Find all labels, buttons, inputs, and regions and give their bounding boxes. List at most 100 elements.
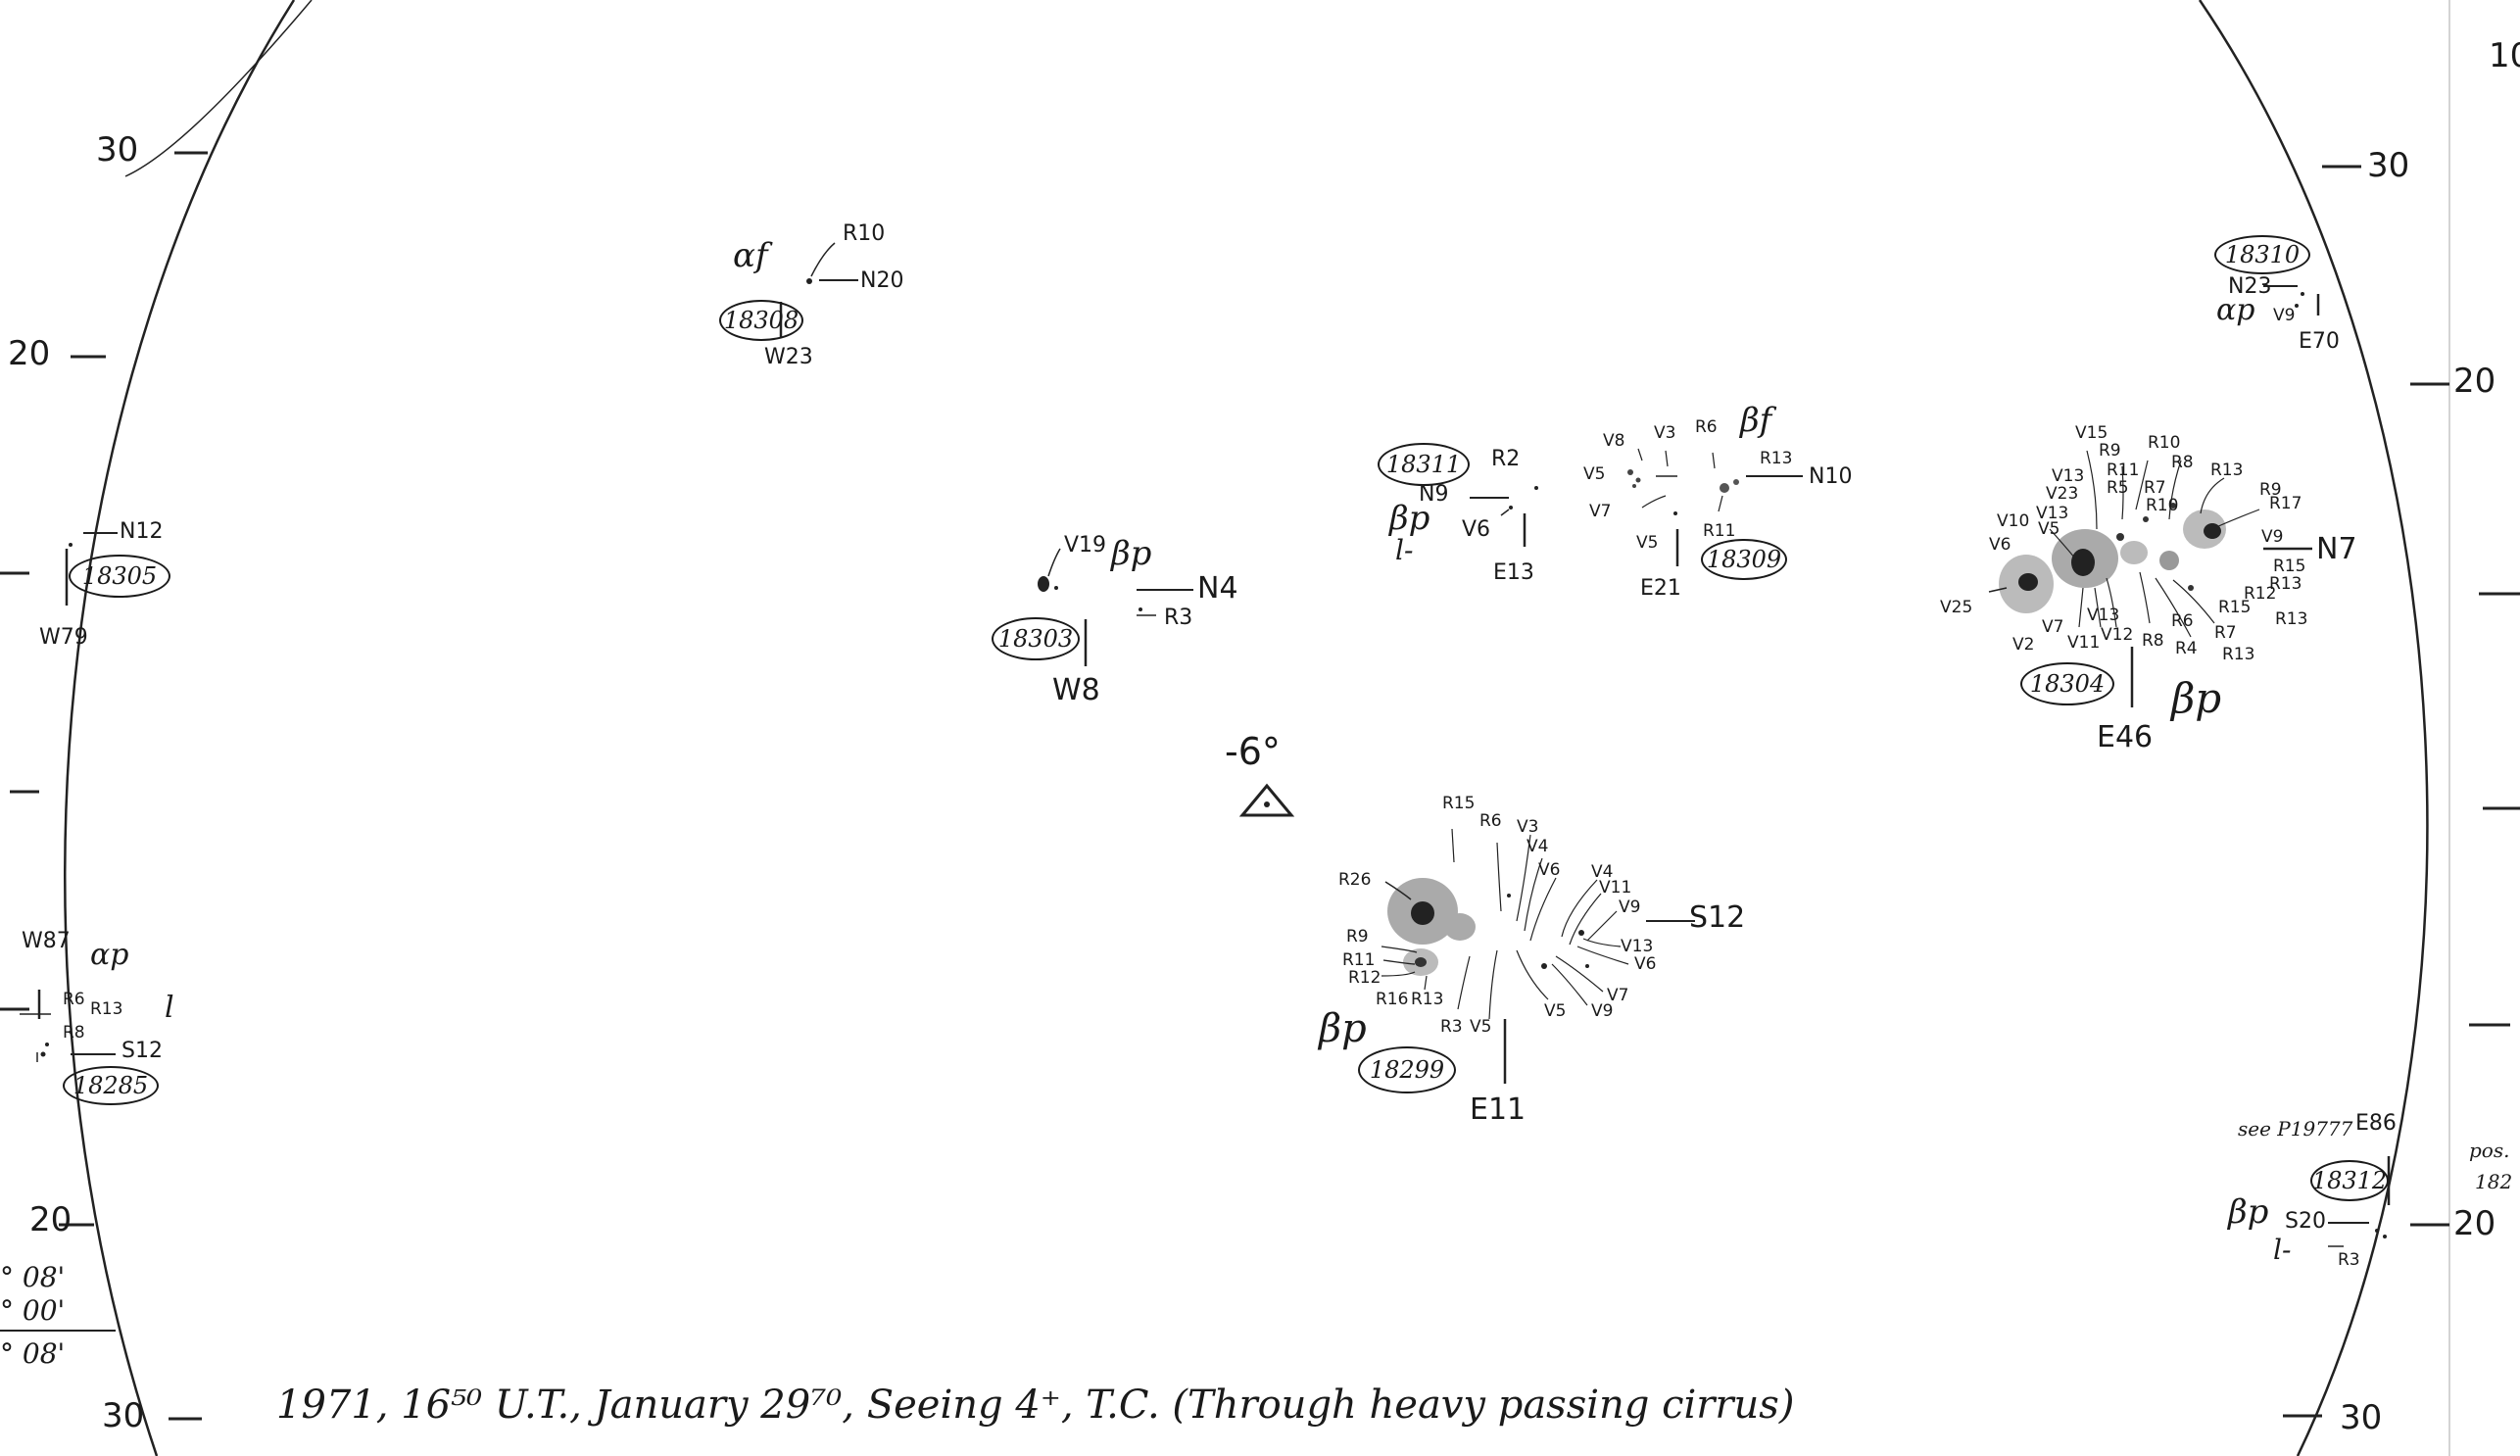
region-18311-sketch [1470, 486, 1538, 547]
region-18299-label: R6 [1479, 811, 1502, 831]
region-18304-label: V11 [2067, 633, 2101, 653]
region-18309-label: V3 [1654, 423, 1676, 443]
lat-label-left-30: 30 [96, 130, 139, 170]
region-18299-label: V13 [1621, 937, 1654, 956]
region-18299-label: V9 [1591, 1001, 1614, 1021]
region-18299-lon: E11 [1470, 1092, 1527, 1127]
region-18304-class: βp [2171, 674, 2222, 722]
observation-caption: 1971, 16⁵⁰ U.T., January 29⁷⁰, Seeing 4⁺… [276, 1383, 1795, 1428]
region-18304-label: V13 [2036, 504, 2069, 523]
region-18285-label: R13 [90, 999, 123, 1019]
region-18285-sketch [20, 990, 116, 1062]
region-18304-label: V9 [2261, 527, 2284, 547]
region-18305-sketch [65, 532, 118, 606]
spot [1509, 506, 1513, 510]
region-18299-label: V9 [1619, 898, 1641, 917]
region-18311-number: 18311 [1378, 443, 1470, 486]
region-18304-pos: N7 [2316, 532, 2357, 566]
region-18285-class: αp [90, 938, 129, 972]
lat-label-right-m20: 20 [2453, 1204, 2496, 1243]
region-18308-lon: W23 [764, 345, 813, 369]
region-18299-label: R9 [1346, 927, 1369, 946]
region-18304-label: R13 [2269, 574, 2302, 594]
region-18308-number: 18308 [719, 300, 803, 341]
lat-label-right-30: 30 [2367, 146, 2410, 185]
region-18304-label: R10 [2146, 496, 2179, 515]
region-18312-label: R3 [2338, 1250, 2360, 1270]
region-18303-label-r3: R3 [1164, 606, 1193, 630]
region-18311-pos: N9 [1419, 482, 1449, 507]
region-18308-label: R10 [843, 221, 886, 246]
spot [806, 278, 812, 284]
region-18303-pos: N4 [1197, 571, 1238, 606]
region-18304-label: R8 [2142, 631, 2164, 651]
region-18304-label: R13 [2222, 645, 2255, 664]
region-18309-class: βf [1740, 401, 1772, 440]
region-18309-label: V5 [1636, 533, 1659, 553]
leader [1500, 509, 1510, 516]
region-18303-class: βp [1111, 534, 1152, 573]
region-18310-pos: N23 [2228, 274, 2272, 299]
region-18309-label: V5 [1583, 464, 1606, 484]
region-18299-label: R15 [1442, 794, 1476, 813]
limb-left-inner [124, 0, 313, 177]
region-18304-label: V15 [2075, 423, 2108, 443]
region-18285-label: R8 [63, 1023, 85, 1043]
lat-label-right-20: 20 [2453, 362, 2496, 401]
region-18299-label: V5 [1470, 1017, 1492, 1037]
region-18304-label: R13 [2275, 609, 2308, 629]
region-18299-label: R11 [1342, 950, 1376, 970]
region-18309-lon: E21 [1640, 576, 1681, 601]
region-18299-label: V4 [1527, 837, 1549, 856]
region-18299-class: βp [1319, 1006, 1367, 1051]
region-18310-sketch [2263, 285, 2320, 315]
region-18299-label: R3 [1440, 1017, 1463, 1037]
region-18312-sketch [2328, 1156, 2391, 1247]
region-18299-label: V3 [1517, 817, 1539, 837]
region-18311-label-v6: V6 [1462, 517, 1491, 542]
region-18303-number: 18303 [992, 617, 1080, 660]
region-18304-label: R9 [2099, 441, 2121, 461]
region-18308-pos: N20 [860, 268, 904, 293]
region-18299-label: V6 [1634, 954, 1657, 974]
region-18304-label: V13 [2087, 606, 2120, 625]
region-18304-label: R13 [2210, 461, 2244, 480]
region-18311-label-r2: R2 [1491, 447, 1521, 471]
region-18299-label: R12 [1348, 968, 1381, 988]
region-18310-label: V9 [2273, 306, 2296, 325]
region-18312-lon: E86 [2355, 1111, 2397, 1136]
lat-label-left-m20: 20 [29, 1200, 73, 1239]
center-latitude: -6° [1225, 730, 1281, 773]
region-18304-label: R10 [2148, 433, 2181, 453]
region-18312-number: 18312 [2310, 1160, 2389, 1201]
lat-label-right-m30: 30 [2340, 1398, 2383, 1437]
region-18304-label: R7 [2144, 478, 2166, 498]
region-18309-label: V7 [1589, 502, 1612, 521]
region-18305-number: 18305 [69, 555, 170, 598]
region-18309-number: 18309 [1701, 539, 1787, 580]
region-18309-pos: N10 [1809, 464, 1853, 489]
disk-center-dot [1264, 801, 1270, 807]
region-18304-label: V13 [2052, 466, 2085, 486]
region-18299-label: R13 [1411, 990, 1444, 1009]
region-18285-label: R6 [63, 990, 85, 1009]
region-18304-lon: E46 [2097, 720, 2154, 754]
region-18308-class: αf [733, 236, 768, 275]
region-18309-label: V8 [1603, 431, 1625, 451]
region-18304-label: R4 [2175, 639, 2198, 658]
region-18304-label: R11 [2107, 461, 2140, 480]
leader [1047, 548, 1061, 577]
region-18304-label: V7 [2042, 617, 2064, 637]
region-18311-class: βp [1389, 499, 1430, 538]
region-18285-number: 18285 [63, 1066, 159, 1105]
drift-2: ° 00' [0, 1294, 66, 1327]
region-18304-label: V25 [1940, 598, 1973, 617]
region-18304-label: V23 [2046, 484, 2079, 504]
region-18299-label: R26 [1338, 870, 1372, 890]
region-18312-pos: S20 [2285, 1209, 2326, 1234]
region-18299-label: V11 [1599, 878, 1632, 898]
spot [1054, 586, 1058, 590]
region-18312-note: see P19777 [2238, 1117, 2353, 1141]
region-18304-label: R9 [2259, 480, 2282, 500]
